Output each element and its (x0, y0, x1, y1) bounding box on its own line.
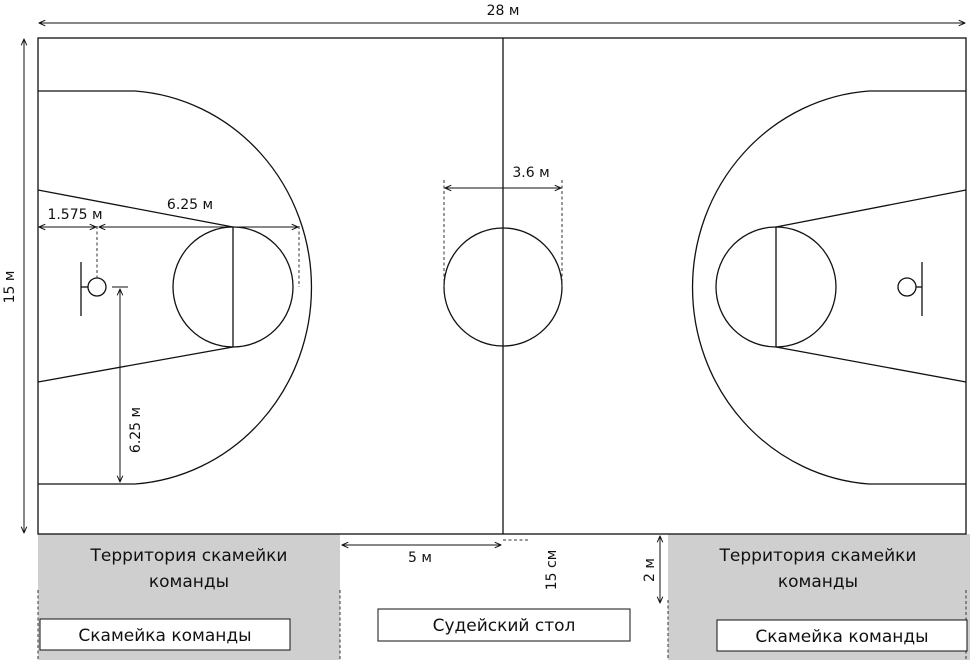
dim-bench-offset: 5 м (408, 550, 432, 566)
team-bench-right (716, 619, 968, 652)
bench-area-left-label-line2: команды (149, 572, 229, 592)
dim-court-length: 28 м (487, 3, 520, 19)
three-point-line-right (691, 90, 966, 485)
court-boundary (37, 37, 967, 535)
key-line-left-top (37, 189, 234, 228)
scorer-table-label: Судейский стол (433, 616, 576, 636)
bench-area-left-label-line1: Территория скамейки (90, 546, 288, 566)
scorer-table (377, 608, 631, 642)
dim-three-point-radius: 6.25 м (167, 197, 213, 213)
three-point-line-left (38, 90, 313, 485)
key-line-right-top (775, 189, 967, 228)
free-throw-circle-right (715, 226, 837, 348)
key-line-right-bottom (775, 346, 967, 383)
dim-three-point-distance: 6.25 м (128, 407, 144, 453)
dim-center-circle: 3.6 м (512, 165, 549, 181)
bench-area-right-label-line1: Территория скамейки (719, 546, 917, 566)
basket-left (87, 277, 107, 297)
dim-table-gap: 15 см (544, 550, 560, 591)
dim-basket-offset: 1.575 м (47, 207, 102, 223)
team-bench-left-label: Скамейка команды (78, 626, 251, 646)
team-bench-left (39, 618, 291, 651)
dim-court-width: 15 м (2, 271, 18, 304)
basket-right (897, 277, 917, 297)
key-line-left-bottom (37, 346, 234, 383)
bench-area-right-label-line2: команды (778, 572, 858, 592)
dim-bench-depth: 2 м (642, 558, 658, 582)
team-bench-right-label: Скамейка команды (755, 627, 928, 647)
